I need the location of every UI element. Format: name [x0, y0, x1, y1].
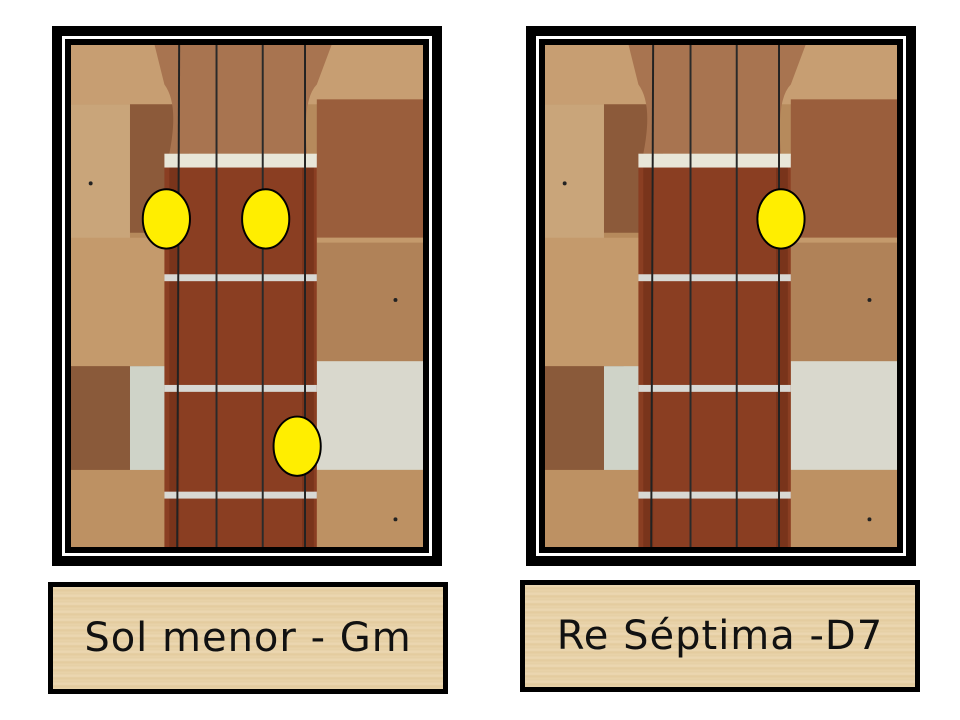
fretboard-illustration [545, 45, 897, 547]
chord-name-gm: Sol menor - Gm [84, 615, 412, 661]
chord-name-d7: Re Séptima -D7 [556, 613, 884, 659]
chord-label-box-gm: Sol menor - Gm [48, 582, 448, 694]
chord-label-box-d7: Re Séptima -D7 [520, 580, 920, 692]
chord-photo-gm [52, 26, 442, 566]
finger-dot [241, 188, 291, 250]
chord-photo-d7 [526, 26, 916, 566]
fretboard-photo [71, 45, 423, 547]
chord-label-background: Sol menor - Gm [53, 587, 443, 689]
fretboard-illustration [71, 45, 423, 547]
finger-dot [272, 415, 322, 477]
photo-frame [536, 36, 906, 556]
finger-dot [141, 188, 191, 250]
finger-dot [756, 188, 806, 250]
chord-label-background: Re Séptima -D7 [525, 585, 915, 687]
fretboard-photo [545, 45, 897, 547]
photo-frame [62, 36, 432, 556]
